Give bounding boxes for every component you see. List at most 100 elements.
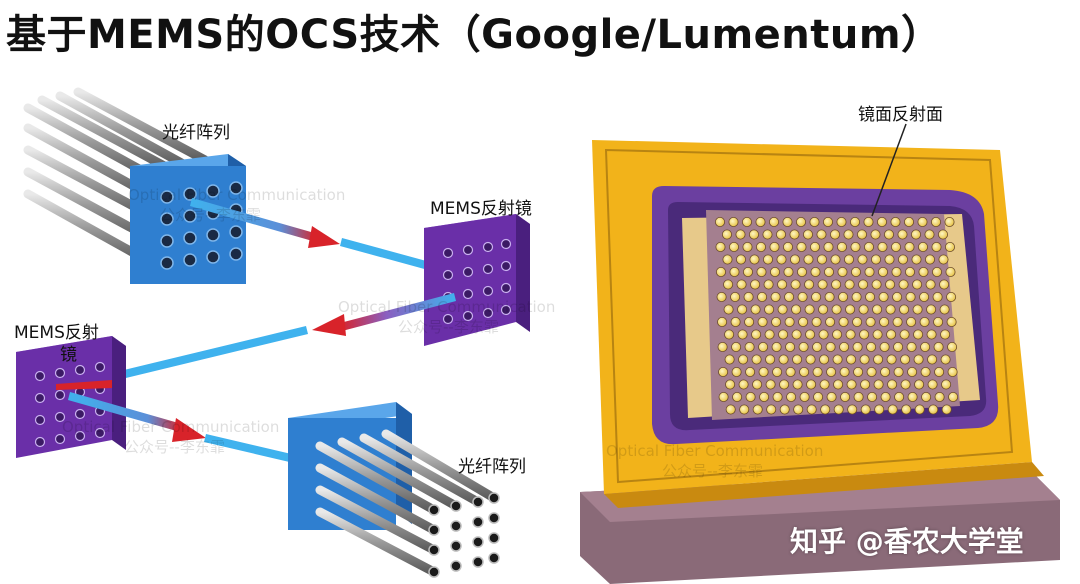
micro-mirror	[866, 366, 877, 377]
micro-mirror	[864, 266, 875, 277]
micro-mirror	[763, 254, 774, 265]
micro-mirror	[731, 366, 742, 377]
micro-mirror	[833, 379, 844, 390]
micro-mirror	[736, 254, 747, 265]
micro-mirror	[756, 241, 767, 252]
micro-mirror	[944, 216, 955, 227]
micro-mirror	[738, 354, 749, 365]
micro-mirror	[946, 291, 957, 302]
mirror-surface-pointer	[871, 123, 907, 217]
micro-mirror	[890, 216, 901, 227]
micro-mirror	[914, 379, 925, 390]
micro-mirror	[809, 216, 820, 227]
micro-mirror	[850, 241, 861, 252]
micro-mirror	[927, 354, 938, 365]
micro-mirror	[897, 229, 908, 240]
micro-mirror	[750, 279, 761, 290]
micro-mirror	[857, 254, 868, 265]
micro-mirror	[931, 241, 942, 252]
micro-mirror	[742, 241, 753, 252]
micro-mirror	[858, 279, 869, 290]
micro-mirror	[843, 229, 854, 240]
mems-mirror-left	[16, 336, 126, 458]
watermark-cn: 公众号--李东霏	[398, 318, 499, 336]
micro-mirror	[857, 229, 868, 240]
micro-mirror	[798, 341, 809, 352]
micro-mirror	[863, 216, 874, 227]
micro-mirror	[739, 404, 750, 415]
micro-mirror	[878, 291, 889, 302]
micro-mirror	[771, 316, 782, 327]
micro-mirror	[860, 379, 871, 390]
micro-mirror	[934, 366, 945, 377]
micro-mirror	[818, 329, 829, 340]
micro-mirror	[925, 279, 936, 290]
micro-mirror	[770, 266, 781, 277]
micro-mirror	[772, 366, 783, 377]
micro-mirror	[939, 279, 950, 290]
micro-mirror	[796, 216, 807, 227]
micro-mirror	[926, 304, 937, 315]
micro-mirror	[940, 354, 951, 365]
micro-mirror	[938, 229, 949, 240]
micro-mirror	[878, 266, 889, 277]
micro-mirror	[912, 279, 923, 290]
micro-mirror	[871, 254, 882, 265]
micro-mirror	[904, 241, 915, 252]
micro-mirror	[783, 266, 794, 277]
micro-mirror	[724, 329, 735, 340]
micro-mirror	[722, 229, 733, 240]
micro-mirror	[812, 366, 823, 377]
micro-mirror	[925, 254, 936, 265]
micro-mirror	[806, 379, 817, 390]
micro-mirror	[732, 391, 743, 402]
micro-mirror	[887, 404, 898, 415]
fiber-array-block-top	[130, 154, 246, 284]
micro-mirror	[900, 379, 911, 390]
micro-mirror	[793, 404, 804, 415]
micro-mirror	[892, 316, 903, 327]
micro-mirror	[724, 354, 735, 365]
micro-mirror	[879, 316, 890, 327]
micro-mirror	[759, 391, 770, 402]
micro-mirror	[845, 304, 856, 315]
micro-mirror	[722, 254, 733, 265]
micro-mirror	[785, 341, 796, 352]
micro-mirror	[838, 316, 849, 327]
micro-mirror	[826, 391, 837, 402]
micro-mirror	[790, 279, 801, 290]
micro-mirror	[736, 279, 747, 290]
micro-mirror	[831, 304, 842, 315]
micro-mirror	[905, 291, 916, 302]
micro-mirror	[884, 229, 895, 240]
micro-mirror	[933, 341, 944, 352]
watermark-en: Optical Fiber Communication	[128, 186, 346, 204]
micro-mirror	[913, 354, 924, 365]
micro-mirror	[945, 266, 956, 277]
micro-mirror	[735, 229, 746, 240]
micro-mirror	[913, 329, 924, 340]
mems-mirror-right	[424, 214, 530, 346]
watermark-en: Optical Fiber Communication	[62, 418, 280, 436]
micro-mirror	[884, 254, 895, 265]
micro-mirror	[886, 329, 897, 340]
micro-mirror	[725, 379, 736, 390]
micro-mirror	[799, 366, 810, 377]
micro-mirror	[886, 354, 897, 365]
micro-mirror	[919, 316, 930, 327]
micro-mirror	[725, 404, 736, 415]
micro-mirror	[812, 341, 823, 352]
micro-mirror	[723, 279, 734, 290]
micro-mirror	[820, 404, 831, 415]
micro-mirror	[948, 391, 959, 402]
micro-mirror	[738, 379, 749, 390]
micro-mirror	[939, 304, 950, 315]
micro-mirror	[742, 216, 753, 227]
micro-mirror	[907, 391, 918, 402]
micro-mirror	[776, 254, 787, 265]
micro-mirror	[797, 266, 808, 277]
micro-mirror	[792, 379, 803, 390]
micro-mirror	[803, 229, 814, 240]
micro-mirror	[917, 216, 928, 227]
micro-mirror	[938, 254, 949, 265]
